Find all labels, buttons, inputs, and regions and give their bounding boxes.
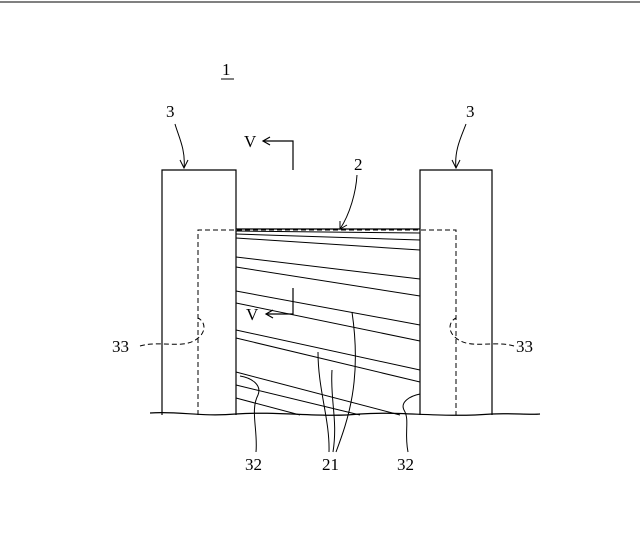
post-left-label: 3 bbox=[166, 102, 175, 121]
edge-right-label: 32 bbox=[397, 455, 414, 474]
strands-label: 21 bbox=[322, 455, 339, 474]
element-leader bbox=[340, 175, 357, 229]
strands-leader-3 bbox=[336, 312, 355, 452]
element-top-edge-2 bbox=[236, 231, 420, 233]
strand-lines bbox=[236, 234, 420, 415]
strands-leader-2 bbox=[332, 370, 335, 452]
assembly-label: 1 bbox=[222, 60, 231, 79]
element-label: 2 bbox=[354, 155, 363, 174]
section-label-mid: V bbox=[246, 305, 259, 324]
break-line bbox=[150, 413, 540, 416]
groove-right-label: 33 bbox=[516, 337, 533, 356]
edge-right-leader bbox=[403, 394, 420, 452]
hidden-outline bbox=[198, 230, 456, 415]
post-right-label: 3 bbox=[466, 102, 475, 121]
section-arrow-top bbox=[263, 141, 293, 170]
groove-right-leader bbox=[450, 318, 514, 346]
strands-leader-1 bbox=[318, 352, 329, 452]
post-left-leader bbox=[175, 124, 184, 168]
section-label-top: V bbox=[244, 132, 257, 151]
groove-left-label: 33 bbox=[112, 337, 129, 356]
post-right-leader bbox=[456, 124, 466, 168]
edge-left-label: 32 bbox=[245, 455, 262, 474]
left-post bbox=[162, 170, 236, 415]
groove-left-leader bbox=[140, 318, 204, 346]
